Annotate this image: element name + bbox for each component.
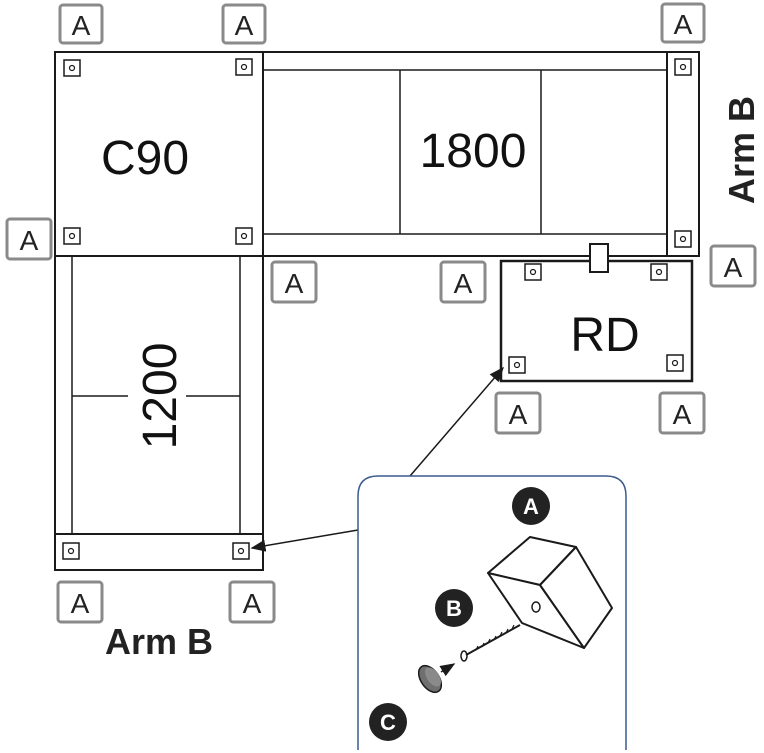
glide-cap-icon — [417, 664, 443, 694]
foot-marker — [650, 263, 668, 281]
svg-text:A: A — [72, 10, 91, 41]
c90-label: C90 — [101, 132, 189, 185]
arrow-icon — [409, 366, 504, 477]
foot-marker — [232, 542, 250, 560]
foot-marker — [63, 227, 81, 245]
c90-module: C90 — [54, 51, 264, 257]
foot-marker — [674, 58, 692, 76]
screw-icon — [460, 624, 521, 662]
a-tag: A — [658, 391, 706, 435]
svg-text:B: B — [446, 596, 462, 621]
svg-text:A: A — [523, 494, 539, 519]
foot-marker — [674, 230, 692, 248]
length-1800-label: 1800 — [420, 125, 527, 178]
rd-connector — [589, 243, 609, 273]
svg-text:A: A — [20, 225, 39, 256]
a-tag: A — [228, 580, 276, 624]
a-tag: A — [221, 3, 267, 45]
callout-a-badge: A — [512, 487, 550, 525]
a-tag: A — [58, 3, 104, 45]
callout-b-badge: B — [435, 589, 473, 627]
foot-block-icon — [487, 536, 613, 649]
arm-b-bottom-label: Arm B — [105, 621, 213, 662]
rd-label: RD — [570, 309, 639, 362]
foot-marker — [63, 59, 81, 77]
svg-text:A: A — [724, 252, 743, 283]
arrow-icon — [439, 663, 456, 677]
module-1800: 1800 — [262, 51, 668, 257]
length-1200-label: 1200 — [134, 343, 187, 450]
a-tag: A — [5, 217, 53, 261]
a-tag: A — [56, 580, 104, 624]
arm-b-right-label: Arm B — [721, 96, 762, 204]
svg-text:A: A — [285, 268, 304, 299]
svg-text:A: A — [243, 588, 262, 619]
svg-text:A: A — [235, 10, 254, 41]
a-tag: A — [439, 260, 487, 304]
callout-panel: A B C — [357, 475, 627, 750]
svg-text:A: A — [71, 588, 90, 619]
foot-marker — [524, 263, 542, 281]
foot-marker — [235, 227, 253, 245]
module-1200: 1200 — [54, 255, 264, 535]
svg-text:A: A — [673, 399, 692, 430]
foot-marker — [62, 542, 80, 560]
foot-marker — [235, 58, 253, 76]
right-arm — [666, 51, 700, 257]
callout-c-badge: C — [369, 703, 407, 741]
bottom-arm — [54, 533, 264, 571]
a-tag: A — [494, 391, 542, 435]
a-tag: A — [709, 244, 757, 288]
a-tag: A — [660, 2, 706, 44]
svg-text:C: C — [380, 710, 396, 735]
svg-text:A: A — [454, 268, 473, 299]
svg-text:A: A — [509, 399, 528, 430]
foot-markers — [62, 58, 692, 560]
foot-marker — [508, 356, 526, 374]
foot-marker — [666, 354, 684, 372]
rd-module: RD — [499, 243, 694, 383]
a-tags: A A A A A A A A A A A — [5, 2, 757, 624]
arrow-icon — [250, 529, 359, 552]
svg-text:A: A — [674, 9, 693, 40]
a-tag: A — [270, 260, 318, 304]
